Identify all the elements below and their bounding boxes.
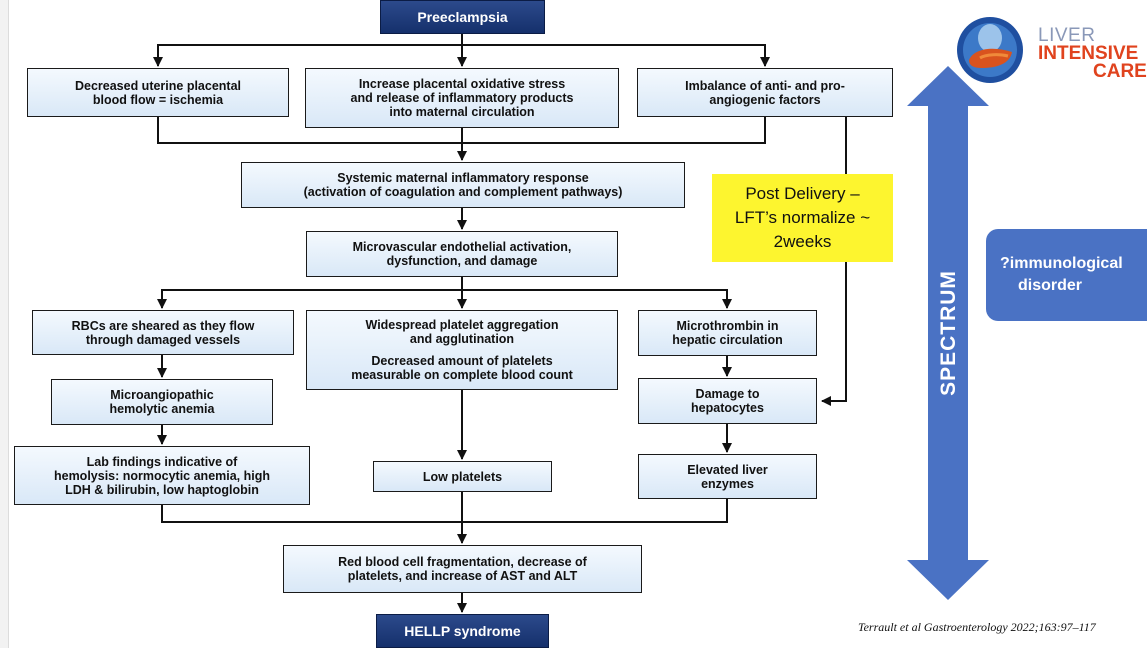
logo-line-2: INTENSIVE bbox=[1038, 43, 1139, 64]
imbalance-line-2: angiogenic factors bbox=[709, 92, 821, 107]
hellp-syndrome-label: HELLP syndrome bbox=[404, 623, 521, 639]
damage-hepatocytes-box: Damage to hepatocytes bbox=[638, 378, 817, 424]
elevated-enzymes-line-2: enzymes bbox=[701, 476, 754, 491]
microthrombin-box: Microthrombin in hepatic circulation bbox=[638, 310, 817, 356]
elevated-enzymes-box: Elevated liver enzymes bbox=[638, 454, 817, 499]
low-platelets-label: Low platelets bbox=[422, 469, 503, 484]
post-delivery-note: Post Delivery – LFT’s normalize ~ 2weeks bbox=[712, 174, 893, 262]
immunological-line-2: disorder bbox=[1018, 277, 1083, 294]
spectrum-label: SPECTRUM bbox=[937, 270, 960, 396]
rbc-fragmentation-line-1: Red blood cell fragmentation, decrease o… bbox=[338, 555, 587, 569]
decreased-flow-line-1: Decreased uterine placental bbox=[74, 78, 242, 93]
hemolytic-anemia-line-1: Microangiopathic bbox=[110, 388, 214, 402]
decreased-flow-box: Decreased uterine placental blood flow =… bbox=[27, 68, 289, 117]
rbc-sheared-line-1: RBCs are sheared as they flow bbox=[71, 318, 255, 333]
immunological-line-1: ?immunological bbox=[1000, 255, 1123, 272]
microvascular-line-2: dysfunction, and damage bbox=[386, 254, 538, 268]
microvascular-box: Microvascular endothelial activation, dy… bbox=[306, 231, 618, 277]
rbc-sheared-box: RBCs are sheared as they flow through da… bbox=[32, 310, 294, 355]
slide-left-border bbox=[0, 0, 9, 648]
oxidative-stress-line-3: into maternal circulation bbox=[389, 105, 535, 119]
immunological-disorder-box: ?immunological disorder bbox=[986, 229, 1147, 321]
oxidative-stress-box: Increase placental oxidative stress and … bbox=[305, 68, 619, 128]
decreased-flow-line-2: blood flow = ischemia bbox=[92, 92, 224, 107]
citation: Terrault et al Gastroenterology 2022;163… bbox=[858, 620, 1096, 634]
hellp-syndrome-box: HELLP syndrome bbox=[376, 614, 549, 648]
lab-findings-line-2: hemolysis: normocytic anemia, high bbox=[53, 468, 271, 483]
systemic-response-box: Systemic maternal inflammatory response … bbox=[241, 162, 685, 208]
platelet-aggregation-line-1: Widespread platelet aggregation bbox=[365, 318, 559, 332]
preeclampsia-box: Preeclampsia bbox=[380, 0, 545, 34]
elevated-enzymes-line-1: Elevated liver bbox=[687, 462, 768, 477]
platelet-aggregation-box: Widespread platelet aggregation and aggl… bbox=[306, 310, 618, 390]
decreased-platelets-line-2: measurable on complete blood count bbox=[351, 368, 573, 382]
lab-findings-box: Lab findings indicative of hemolysis: no… bbox=[14, 446, 310, 505]
hemolytic-anemia-box: Microangiopathic hemolytic anemia bbox=[51, 379, 273, 425]
liver-intensive-care-logo: LIVER INTENSIVE CARE bbox=[952, 14, 1147, 86]
imbalance-box: Imbalance of anti- and pro- angiogenic f… bbox=[637, 68, 893, 117]
damage-hepatocytes-line-2: hepatocytes bbox=[691, 401, 764, 415]
microthrombin-line-2: hepatic circulation bbox=[672, 333, 783, 347]
microvascular-line-1: Microvascular endothelial activation, bbox=[352, 240, 572, 254]
damage-hepatocytes-line-1: Damage to bbox=[695, 387, 760, 401]
lab-findings-line-1: Lab findings indicative of bbox=[86, 454, 238, 469]
oxidative-stress-line-2: and release of inflammatory products bbox=[350, 91, 574, 105]
platelet-aggregation-line-2: and agglutination bbox=[409, 332, 515, 346]
decreased-platelets-line-1: Decreased amount of platelets bbox=[371, 354, 553, 368]
post-delivery-note-line-1: Post Delivery – bbox=[745, 184, 860, 203]
post-delivery-note-line-3: 2weeks bbox=[773, 232, 832, 251]
lab-findings-line-3: LDH & bilirubin, low haptoglobin bbox=[65, 482, 259, 497]
systemic-response-line-2: (activation of coagulation and complemen… bbox=[303, 185, 623, 199]
systemic-response-line-1: Systemic maternal inflammatory response bbox=[337, 171, 589, 185]
spectrum-arrow bbox=[907, 66, 989, 600]
microthrombin-line-1: Microthrombin in bbox=[676, 319, 779, 333]
preeclampsia-label: Preeclampsia bbox=[417, 9, 508, 25]
logo-line-3: CARE bbox=[1093, 61, 1147, 82]
low-platelets-box: Low platelets bbox=[373, 461, 552, 492]
spectrum-arrow-shape bbox=[907, 66, 989, 600]
imbalance-line-1: Imbalance of anti- and pro- bbox=[685, 78, 845, 93]
hemolytic-anemia-line-2: hemolytic anemia bbox=[109, 402, 215, 416]
rbc-sheared-line-2: through damaged vessels bbox=[85, 332, 241, 347]
logo-line-1: LIVER bbox=[1038, 25, 1096, 46]
liver-globe-icon bbox=[957, 17, 1023, 83]
rbc-fragmentation-box: Red blood cell fragmentation, decrease o… bbox=[283, 545, 642, 593]
post-delivery-note-line-2: LFT’s normalize ~ bbox=[734, 208, 871, 227]
rbc-fragmentation-line-2: platelets, and increase of AST and ALT bbox=[347, 569, 578, 583]
oxidative-stress-line-1: Increase placental oxidative stress bbox=[358, 77, 566, 91]
